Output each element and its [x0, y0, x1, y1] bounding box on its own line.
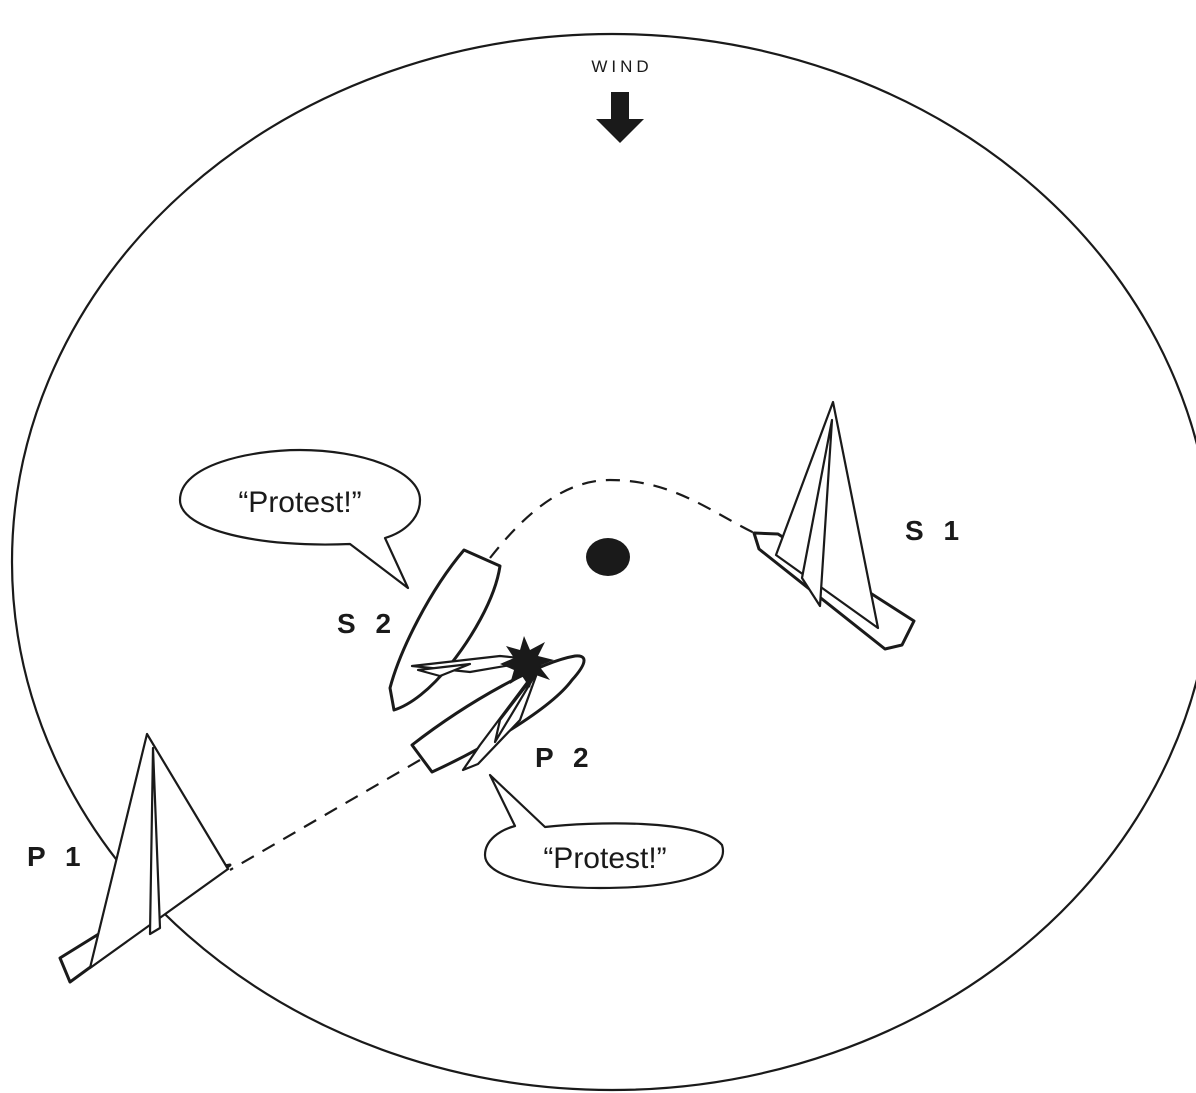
speech-text-p2: “Protest!”	[543, 842, 666, 875]
boat-p1	[58, 732, 232, 984]
collision-star-icon	[500, 636, 554, 688]
wind-label: WIND	[591, 57, 652, 76]
mark-buoy-icon	[586, 538, 630, 576]
wind-arrow-icon	[596, 92, 644, 143]
boat-p2-jib	[493, 670, 539, 744]
zone-circle	[11, 33, 1196, 1091]
speech-text-s2: “Protest!”	[238, 486, 361, 519]
speech-bubble-s2: “Protest!”	[178, 448, 422, 590]
boat-p2	[410, 654, 586, 774]
boat-label-s1: S 1	[905, 515, 965, 546]
boat-label-s2: S 2	[337, 608, 397, 639]
boat-label-p2: P 2	[535, 742, 595, 773]
boat-p1-jib	[148, 746, 162, 936]
boat-label-p1: P 1	[27, 841, 87, 872]
boat-s2-jib	[416, 662, 472, 678]
boat-s1-jib	[800, 418, 834, 608]
boat-s1	[752, 400, 916, 651]
boat-s2	[388, 548, 542, 712]
speech-bubble-p2: “Protest!”	[483, 773, 725, 890]
p-boat-track	[229, 759, 421, 871]
s-boat-track	[489, 478, 771, 559]
boat-s1-mainsail	[774, 400, 880, 630]
boat-s2-hull	[388, 548, 502, 712]
